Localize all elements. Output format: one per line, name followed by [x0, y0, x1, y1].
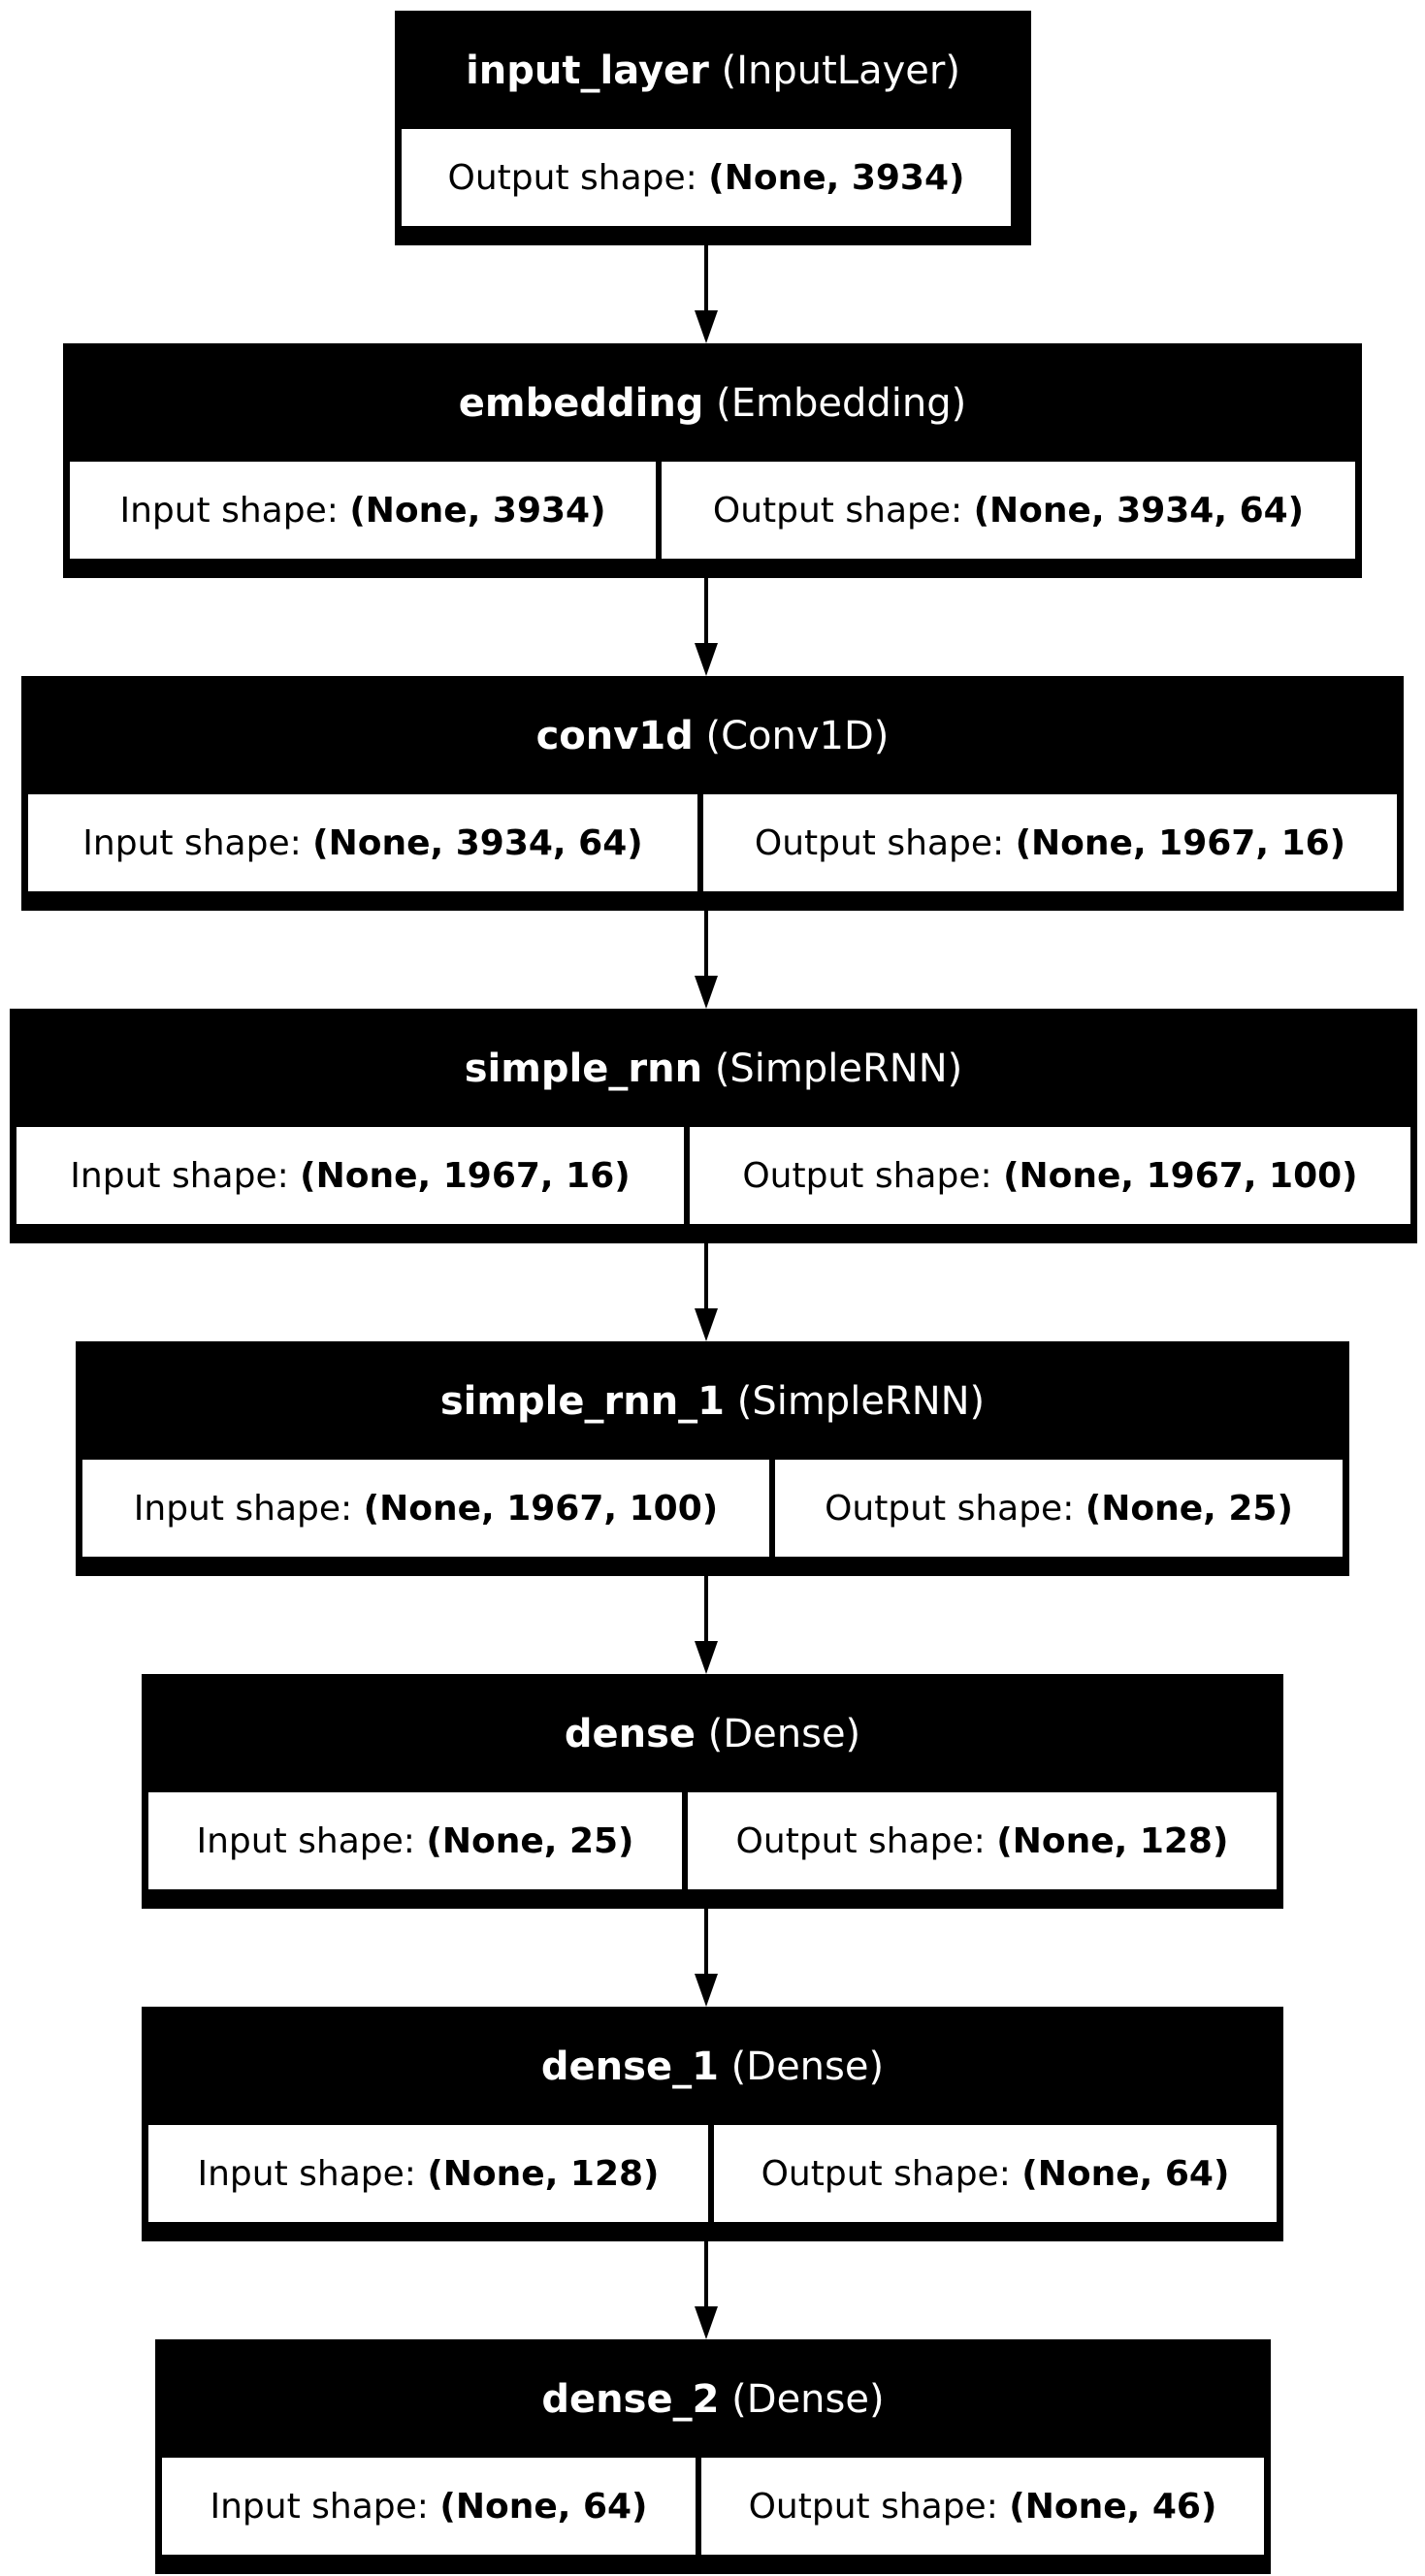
shape-label: Input shape:: [82, 822, 302, 863]
connector-arrow: [695, 911, 718, 1009]
output-shape-cell: Output shape: (None, 3934, 64): [662, 462, 1355, 559]
shape-label: Output shape:: [447, 157, 697, 198]
layer-header: conv1d (Conv1D): [28, 683, 1397, 789]
shape-value: (None, 128): [427, 2153, 660, 2194]
connector-arrow: [695, 245, 718, 343]
shape-value: (None, 25): [1085, 1488, 1293, 1529]
shape-value: (None, 3934): [349, 490, 606, 531]
shape-value: (None, 3934, 64): [973, 490, 1305, 531]
shape-value: (None, 1967, 100): [363, 1488, 719, 1529]
input-shape-cell: Input shape: (None, 3934, 64): [28, 794, 697, 891]
shape-value: (None, 64): [439, 2486, 648, 2527]
shape-row: Input shape: (None, 1967, 100) Output sh…: [82, 1460, 1343, 1557]
layer-type: (SimpleRNN): [714, 1046, 963, 1091]
layer-dense-1: dense_1 (Dense) Input shape: (None, 128)…: [142, 2007, 1283, 2241]
input-shape-cell: Input shape: (None, 128): [148, 2125, 708, 2222]
shape-value: (None, 46): [1009, 2486, 1217, 2527]
shape-label: Output shape:: [761, 2153, 1011, 2194]
shape-label: Input shape:: [70, 1155, 289, 1196]
shape-row: Input shape: (None, 64) Output shape: (N…: [162, 2458, 1264, 2555]
output-shape-cell: Output shape: (None, 3934): [402, 129, 1011, 226]
shape-label: Output shape:: [742, 1155, 992, 1196]
shape-label: Output shape:: [825, 1488, 1075, 1529]
output-shape-cell: Output shape: (None, 25): [775, 1460, 1343, 1557]
shape-value: (None, 1967, 16): [1015, 822, 1346, 863]
layer-dense-2: dense_2 (Dense) Input shape: (None, 64) …: [155, 2339, 1271, 2574]
layer-name: dense_2: [541, 2377, 720, 2422]
shape-value: (None, 128): [996, 1820, 1229, 1861]
connector-arrow: [695, 1576, 718, 1674]
output-shape-cell: Output shape: (None, 1967, 100): [690, 1127, 1410, 1224]
layer-type: (Dense): [730, 2045, 885, 2089]
connector-arrow: [695, 578, 718, 676]
layer-simple-rnn-1: simple_rnn_1 (SimpleRNN) Input shape: (N…: [76, 1341, 1349, 1576]
layer-dense: dense (Dense) Input shape: (None, 25) Ou…: [142, 1674, 1283, 1909]
shape-value: (None, 3934, 64): [312, 822, 643, 863]
input-shape-cell: Input shape: (None, 1967, 100): [82, 1460, 769, 1557]
shape-label: Input shape:: [119, 490, 339, 531]
shape-label: Input shape:: [133, 1488, 353, 1529]
shape-row: Input shape: (None, 3934) Output shape: …: [70, 462, 1355, 559]
layer-name: dense: [564, 1712, 696, 1756]
shape-row: Input shape: (None, 25) Output shape: (N…: [148, 1792, 1277, 1889]
shape-row: Input shape: (None, 128) Output shape: (…: [148, 2125, 1277, 2222]
connector-arrow: [695, 1243, 718, 1341]
layer-type: (Dense): [707, 1712, 861, 1756]
connector-arrow: [695, 2241, 718, 2339]
shape-value: (None, 1967, 100): [1003, 1155, 1358, 1196]
shape-label: Input shape:: [197, 2153, 416, 2194]
layer-header: input_layer (InputLayer): [402, 17, 1024, 124]
layer-name: conv1d: [535, 714, 694, 758]
shape-label: Output shape:: [754, 822, 1005, 863]
shape-value: (None, 64): [1021, 2153, 1230, 2194]
layer-header: dense (Dense): [148, 1681, 1277, 1787]
layer-type: (Embedding): [716, 381, 967, 426]
layer-type: (SimpleRNN): [736, 1379, 986, 1424]
connector-arrow: [695, 1909, 718, 2007]
input-shape-cell: Input shape: (None, 1967, 16): [16, 1127, 684, 1224]
layer-conv1d: conv1d (Conv1D) Input shape: (None, 3934…: [21, 676, 1404, 911]
shape-label: Input shape:: [196, 1820, 415, 1861]
layer-header: simple_rnn_1 (SimpleRNN): [82, 1348, 1343, 1455]
layer-type: (Conv1D): [705, 714, 890, 758]
layer-type: (Dense): [731, 2377, 885, 2422]
layer-input-layer: input_layer (InputLayer) Output shape: (…: [395, 11, 1031, 245]
layer-name: dense_1: [540, 2045, 719, 2089]
output-shape-cell: Output shape: (None, 128): [688, 1792, 1277, 1889]
layer-name: input_layer: [466, 48, 709, 93]
layer-name: embedding: [458, 381, 704, 426]
layer-embedding: embedding (Embedding) Input shape: (None…: [63, 343, 1362, 578]
shape-value: (None, 3934): [708, 157, 965, 198]
input-shape-cell: Input shape: (None, 64): [162, 2458, 696, 2555]
layer-type: (InputLayer): [721, 48, 960, 93]
shape-label: Output shape:: [712, 490, 963, 531]
shape-value: (None, 25): [426, 1820, 634, 1861]
layer-header: dense_2 (Dense): [162, 2346, 1264, 2453]
output-shape-cell: Output shape: (None, 1967, 16): [703, 794, 1397, 891]
layer-name: simple_rnn: [464, 1046, 703, 1091]
layer-header: embedding (Embedding): [70, 350, 1355, 457]
shape-label: Output shape:: [735, 1820, 986, 1861]
shape-label: Output shape:: [748, 2486, 998, 2527]
layer-header: simple_rnn (SimpleRNN): [16, 1015, 1410, 1122]
shape-row: Output shape: (None, 3934): [402, 129, 1024, 226]
layer-simple-rnn: simple_rnn (SimpleRNN) Input shape: (Non…: [10, 1009, 1417, 1243]
layer-header: dense_1 (Dense): [148, 2013, 1277, 2120]
shape-row: Input shape: (None, 3934, 64) Output sha…: [28, 794, 1397, 891]
output-shape-cell: Output shape: (None, 46): [701, 2458, 1264, 2555]
input-shape-cell: Input shape: (None, 25): [148, 1792, 682, 1889]
shape-label: Input shape:: [210, 2486, 429, 2527]
output-shape-cell: Output shape: (None, 64): [714, 2125, 1277, 2222]
layer-name: simple_rnn_1: [439, 1379, 726, 1424]
input-shape-cell: Input shape: (None, 3934): [70, 462, 656, 559]
shape-value: (None, 1967, 16): [300, 1155, 631, 1196]
shape-row: Input shape: (None, 1967, 16) Output sha…: [16, 1127, 1410, 1224]
